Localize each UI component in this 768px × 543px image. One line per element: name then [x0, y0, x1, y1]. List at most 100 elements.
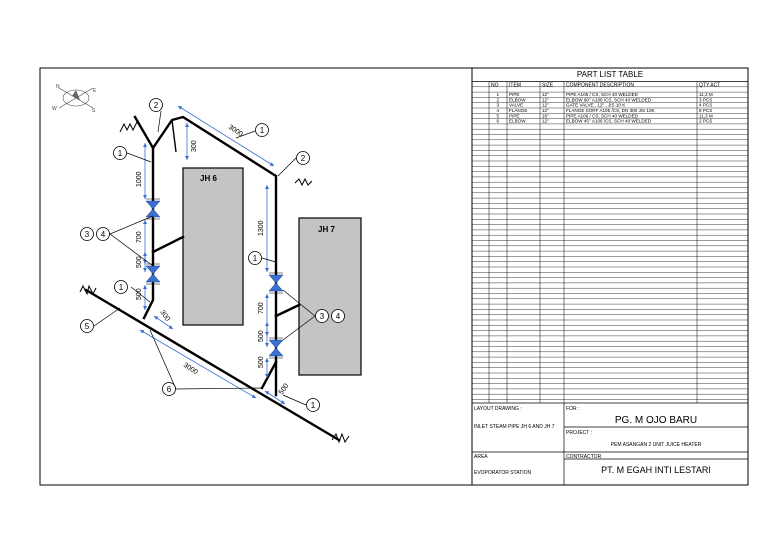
part-cell-desc: ELBOW 90° A106 /CS, SCH 40 WELDED [566, 97, 652, 102]
pipe-branch-jh6 [151, 235, 185, 254]
balloon-5-text: 5 [85, 322, 90, 331]
part-cell-size: 12" [542, 92, 549, 97]
title-block [472, 402, 748, 485]
balloon-6-text: 6 [167, 385, 172, 394]
part-cell-item: VALVE [509, 103, 523, 108]
part-cell-item: PIPE [509, 113, 519, 118]
leader-b1-left-low [130, 286, 151, 303]
contractor-value: PT. M EGAH INTI LESTARI [601, 465, 711, 475]
balloon-1-bottom-text: 1 [311, 401, 316, 410]
project-label: PROJECT : [566, 430, 592, 436]
balloon-4-right [331, 309, 345, 323]
leader-b1-mid [261, 257, 277, 263]
part-cell-desc: ELBOW 45° A106 /CS, SCH 40 WELDED [566, 119, 652, 124]
part-cell-size: 12" [542, 97, 549, 102]
break-mark-left [79, 284, 97, 296]
valve-right-lower [268, 337, 284, 359]
part-cell-qty: 2 PCS [699, 119, 712, 124]
compass-e: E [93, 88, 97, 94]
balloon-1-bottom [306, 398, 320, 412]
valve-left-lower [145, 263, 161, 285]
dim-1000-text: 1000 [136, 171, 143, 187]
dim-500-right-a-text: 500 [258, 330, 265, 342]
balloon-6 [162, 382, 176, 396]
header-item: ITEM [509, 83, 521, 89]
balloon-2-top-text: 2 [154, 101, 159, 110]
for-value: PG. M OJO BARU [615, 415, 697, 426]
part-cell-qty: 8 PCS [699, 108, 712, 113]
part-cell-desc: FLANGE SORF A105 /CS, DN 300 JIS 10K [566, 108, 656, 113]
balloon-5 [80, 319, 94, 333]
part-cell-desc: PIPE A106 / CS, SCH 40 WELDED [566, 92, 639, 97]
balloon-2-right [296, 151, 310, 165]
leader-b3-right-a [282, 289, 316, 317]
part-cell-no: 4 [496, 108, 499, 113]
part-cell-no: 6 [496, 119, 499, 124]
part-cell-no: 3 [496, 103, 499, 108]
pipe-right-drop [260, 360, 278, 390]
balloon-3-right [315, 309, 329, 323]
balloon-4-right-text: 4 [336, 312, 341, 321]
part-cell-desc: PIPE A106 / CS, SCH 40 WELDED [566, 113, 639, 118]
dim-1300-text: 1300 [258, 220, 265, 236]
leader-b2-right [277, 157, 297, 177]
leader-b6-a [149, 329, 177, 390]
pipe-left-drop [142, 146, 155, 320]
tank-jh7 [298, 217, 362, 376]
contractor-label: CONTRACTOR [566, 454, 602, 460]
balloon-1-left-low-text: 1 [119, 283, 124, 292]
part-cell-desc: GATE VALVE , 12" , JIS 10 K [566, 103, 626, 108]
part-cell-qty: 11,3 M [699, 92, 713, 97]
break-mark-top [119, 121, 138, 133]
header-size: SIZE [542, 83, 554, 89]
part-cell-no: 2 [496, 97, 499, 102]
layout-value: INLET STEAM PIPE JH 6 AND JH 7 [474, 424, 555, 430]
valve-right-upper [268, 272, 284, 294]
leader-b1-bottom [282, 394, 307, 406]
balloon-4-left-text: 4 [101, 230, 106, 239]
part-cell-item: FLANGE [509, 108, 527, 113]
compass-s: S [92, 108, 96, 114]
dim-3000-low [139, 329, 257, 399]
balloon-1-left-text: 1 [118, 149, 123, 158]
area-label: AREA [474, 454, 488, 460]
table-grid [472, 81, 748, 403]
balloon-3-left [80, 227, 94, 241]
part-list-title: PART LIST TABLE [577, 70, 643, 79]
part-cell-no: 1 [496, 92, 499, 97]
balloon-2-top [149, 98, 163, 112]
project-value: PEM ASANGAN 2 UNIT JUICE HEATER [611, 442, 702, 448]
header-qty: QTY ACT [699, 83, 720, 89]
part-cell-item: ELBOW [509, 97, 526, 102]
tank-jh7-label: JH 7 [318, 225, 335, 234]
tank-jh6 [182, 167, 244, 326]
pipe-top-offset [171, 119, 177, 153]
dim-500-right-b-text: 500 [258, 356, 265, 368]
balloon-1-top [255, 123, 269, 137]
balloon-1-top-text: 1 [260, 126, 265, 135]
dim-300-low [153, 315, 174, 330]
drawing-border [39, 67, 749, 486]
part-cell-item: ELBOW [509, 119, 526, 124]
part-cell-no: 5 [496, 113, 499, 118]
balloon-1-left [113, 146, 127, 160]
part-cell-size: 12" [542, 108, 549, 113]
leader-b1-top [235, 130, 256, 139]
part-cell-size: 12" [542, 103, 549, 108]
compass-n: N [56, 84, 60, 90]
part-cell-qty: 3 PCS [699, 97, 712, 102]
leader-b1-left [126, 152, 152, 163]
layout-label: LAYOUT DRAWING : [474, 406, 522, 412]
part-cell-qty: 11,3 M [699, 113, 713, 118]
balloon-4-left [96, 227, 110, 241]
dim-700-left-text: 700 [136, 231, 143, 243]
balloon-1-mid [248, 251, 262, 265]
part-cell-qty: 4 PCS [699, 103, 712, 108]
leader-b5 [93, 307, 121, 327]
for-label: FOR : [566, 406, 579, 412]
dim-3000-top [177, 105, 275, 167]
part-cell-size: 12" [542, 119, 549, 124]
dim-300-top-text: 300 [191, 140, 198, 152]
leader-b3-right-b [282, 315, 316, 341]
